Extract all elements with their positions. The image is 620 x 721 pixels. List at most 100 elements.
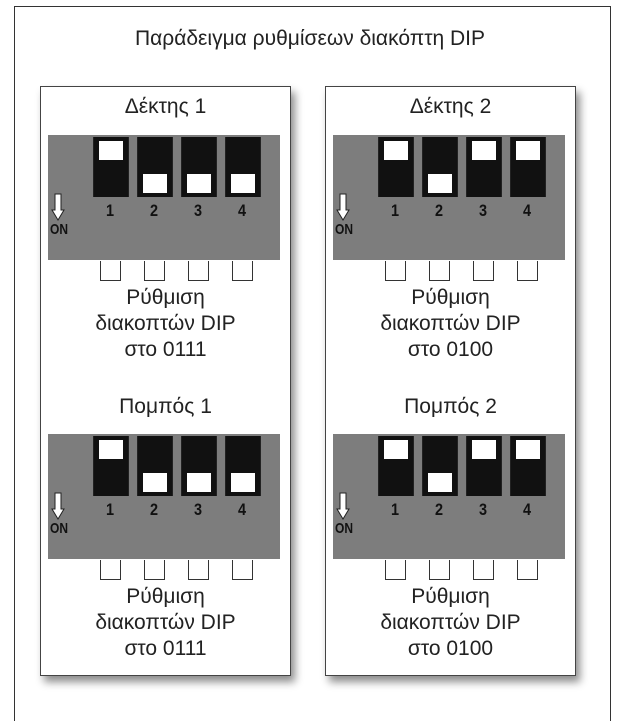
on-label: ON <box>50 221 68 238</box>
switch-knob <box>231 473 255 492</box>
dip-switch-2 <box>422 137 458 197</box>
pin-terminal <box>385 261 406 281</box>
receiver-1-title: Δέκτης 1 <box>124 95 207 118</box>
switch-knob <box>187 473 211 492</box>
pin-terminal <box>144 261 165 281</box>
receiver-2-title: Δέκτης 2 <box>409 95 492 118</box>
caption-line: στο 0111 <box>124 338 207 361</box>
switch-number-label: 1 <box>390 500 400 519</box>
down-arrow-icon <box>336 193 350 221</box>
receiver-1-caption: Ρύθμιση διακοπτών DIP στο 0111 <box>41 285 290 363</box>
dip-switch-4 <box>510 436 546 496</box>
dip-switch-1 <box>93 436 129 496</box>
switch-number-label: 2 <box>434 201 444 220</box>
on-label: ON <box>335 221 353 238</box>
down-arrow-icon <box>336 492 350 520</box>
switch-knob <box>99 440 123 459</box>
down-arrow-icon <box>51 492 65 520</box>
switch-number-label: 2 <box>149 500 159 519</box>
switch-knob <box>143 473 167 492</box>
on-label: ON <box>50 520 68 537</box>
switch-number-label: 4 <box>522 201 532 220</box>
dip-switch-4 <box>225 436 261 496</box>
dip-switch-2 <box>137 137 173 197</box>
switch-knob <box>428 473 452 492</box>
switch-knob <box>384 141 408 160</box>
caption-line: στο 0100 <box>407 637 494 660</box>
pin-terminal <box>517 560 538 580</box>
switch-number-label: 3 <box>478 201 488 220</box>
switch-number-label: 2 <box>149 201 159 220</box>
switch-number-label: 4 <box>522 500 532 519</box>
pin-terminal <box>232 560 253 580</box>
caption-line: διακοπτών DIP <box>95 611 236 634</box>
dip-switch-2 <box>137 436 173 496</box>
transmitter-2-caption: Ρύθμιση διακοπτών DIP στο 0100 <box>326 584 575 662</box>
pin-terminal <box>100 560 121 580</box>
receiver-2-caption: Ρύθμιση διακοπτών DIP στο 0100 <box>326 285 575 363</box>
pin-terminal <box>232 261 253 281</box>
pin-terminal <box>429 261 450 281</box>
dip-switch-3 <box>466 137 502 197</box>
caption-line: διακοπτών DIP <box>380 611 521 634</box>
caption-line: διακοπτών DIP <box>95 312 236 335</box>
pin-terminal <box>517 261 538 281</box>
switch-knob <box>143 174 167 193</box>
switch-number-label: 2 <box>434 500 444 519</box>
switch-knob <box>516 141 540 160</box>
pin-terminal <box>429 560 450 580</box>
dip-switch-3 <box>466 436 502 496</box>
transmitter-2-title: Πομπός 2 <box>404 395 497 418</box>
dip-switch-3 <box>181 436 217 496</box>
caption-line: Ρύθμιση <box>126 286 205 309</box>
dip-switch-1 <box>378 436 414 496</box>
pin-terminal <box>188 560 209 580</box>
pin-terminal <box>100 261 121 281</box>
transmitter-1-caption: Ρύθμιση διακοπτών DIP στο 0111 <box>41 584 290 662</box>
on-label: ON <box>335 520 353 537</box>
switch-knob <box>472 440 496 459</box>
switch-number-label: 3 <box>193 201 203 220</box>
dip-switch-1 <box>378 137 414 197</box>
switch-knob <box>384 440 408 459</box>
dip-switch-1 <box>93 137 129 197</box>
switch-knob <box>231 174 255 193</box>
caption-line: στο 0111 <box>124 637 207 660</box>
pin-terminal <box>385 560 406 580</box>
caption-line: διακοπτών DIP <box>380 312 521 335</box>
switch-number-label: 3 <box>193 500 203 519</box>
switch-number-label: 4 <box>237 500 247 519</box>
switch-number-label: 4 <box>237 201 247 220</box>
dip-switch-4 <box>510 137 546 197</box>
switch-knob <box>516 440 540 459</box>
down-arrow-icon <box>51 193 65 221</box>
switch-knob <box>99 141 123 160</box>
dip-switch-3 <box>181 137 217 197</box>
caption-line: Ρύθμιση <box>411 585 490 608</box>
switch-number-label: 1 <box>105 201 115 220</box>
switch-knob <box>472 141 496 160</box>
switch-number-label: 1 <box>105 500 115 519</box>
caption-line: στο 0100 <box>407 338 494 361</box>
pin-terminal <box>473 560 494 580</box>
caption-line: Ρύθμιση <box>411 286 490 309</box>
switch-number-label: 1 <box>390 201 400 220</box>
transmitter-1-title: Πομπός 1 <box>119 395 212 418</box>
pin-terminal <box>144 560 165 580</box>
figure-frame <box>14 6 611 721</box>
figure-title: Παράδειγμα ρυθμίσεων διακόπτη DIP <box>134 27 486 50</box>
pin-terminal <box>188 261 209 281</box>
caption-line: Ρύθμιση <box>126 585 205 608</box>
pin-terminal <box>473 261 494 281</box>
switch-knob <box>187 174 211 193</box>
dip-switch-2 <box>422 436 458 496</box>
